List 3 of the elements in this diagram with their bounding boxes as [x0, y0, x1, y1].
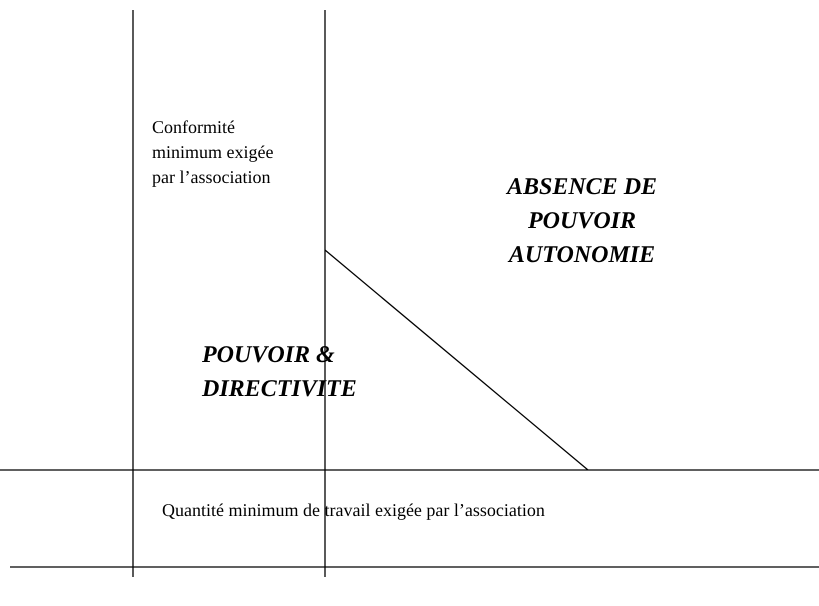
region-note: Conformité minimum exigée par l’association	[152, 116, 274, 189]
region-title: ABSENCE DE POUVOIR AUTONOMIE	[504, 173, 658, 270]
axis-note: Quantité minimum de travail exigée par l’association	[162, 499, 546, 522]
